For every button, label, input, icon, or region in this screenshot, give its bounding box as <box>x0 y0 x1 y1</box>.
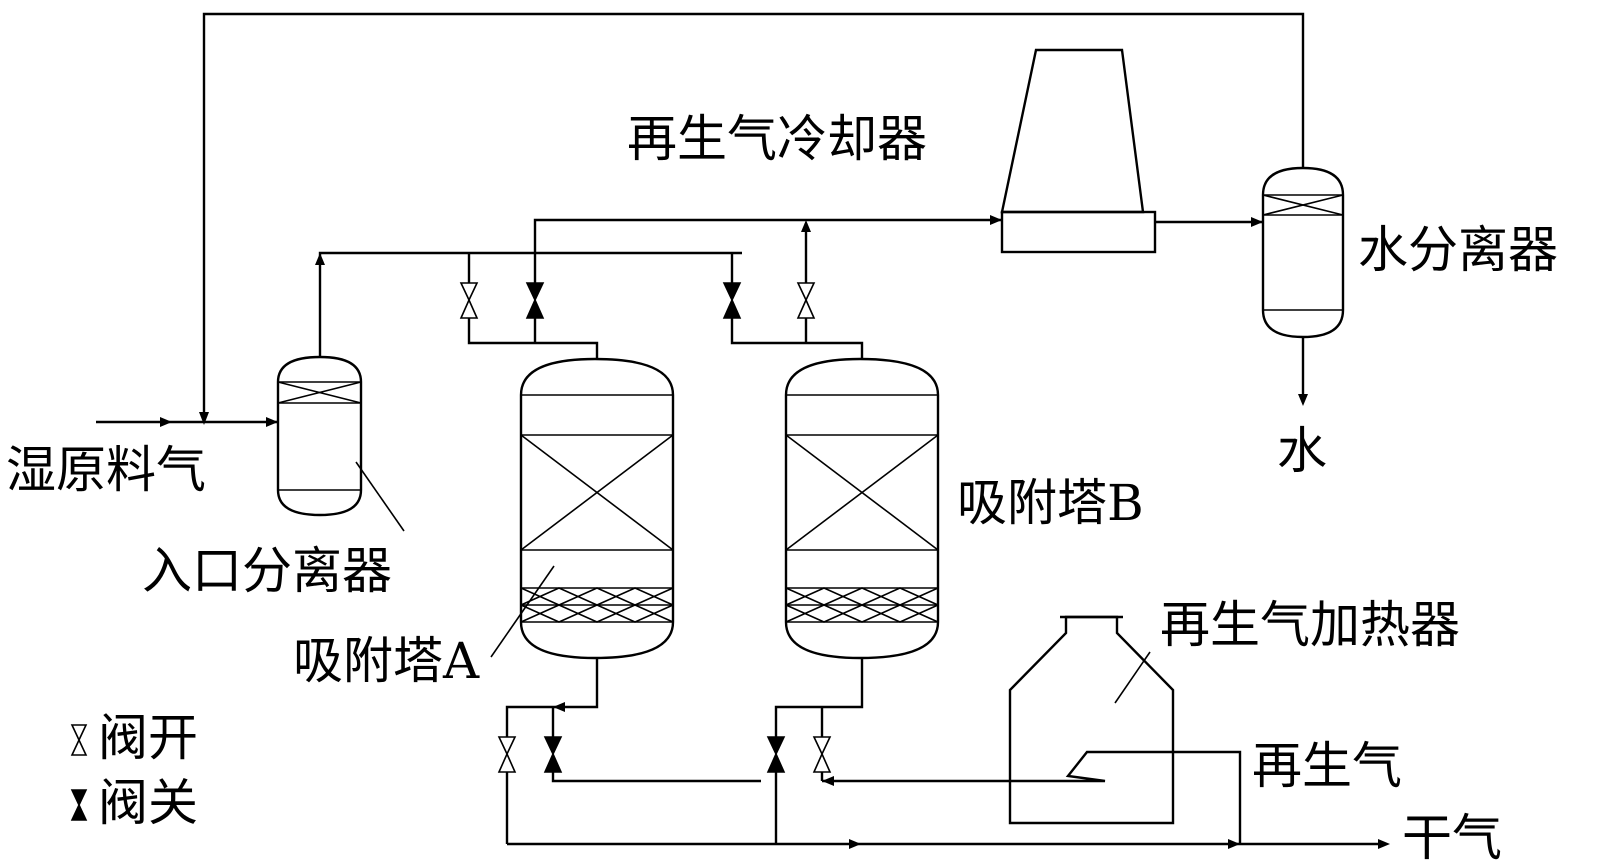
label-wet-feed-gas: 湿原料气 <box>6 441 206 499</box>
legend-closed-valve-icon <box>70 789 88 821</box>
valve-a-top-open[interactable] <box>459 282 479 319</box>
label-water: 水 <box>1277 422 1327 480</box>
adsorption-tower-a <box>519 357 675 660</box>
label-water-separator: 水分离器 <box>1358 221 1558 279</box>
legend-closed-label: 阀关 <box>98 774 198 832</box>
regen-gas-cooler <box>1000 48 1157 254</box>
label-tower-b: 吸附塔B <box>957 474 1144 532</box>
legend-open-valve-icon <box>70 724 88 756</box>
regen-gas-heater <box>1008 615 1175 825</box>
valve-a-bottom-open[interactable] <box>497 736 517 773</box>
valve-a-bottom-closed[interactable] <box>543 736 563 773</box>
legend-open-label: 阀开 <box>98 709 198 767</box>
adsorption-tower-b <box>784 357 940 660</box>
label-dry-gas: 干气 <box>1402 809 1502 865</box>
label-regen-heater: 再生气加热器 <box>1160 596 1460 654</box>
valve-b-top-closed[interactable] <box>722 282 742 319</box>
valve-b-bottom-closed[interactable] <box>766 736 786 773</box>
label-inlet-separator: 入口分离器 <box>142 542 392 600</box>
label-regen-cooler: 再生气冷却器 <box>627 110 927 168</box>
label-tower-a: 吸附塔A <box>293 632 480 690</box>
inlet-separator <box>276 355 363 517</box>
valve-b-bottom-open[interactable] <box>812 736 832 773</box>
valve-b-top-open[interactable] <box>796 282 816 319</box>
flow-arrows <box>160 215 1390 849</box>
label-regen-gas: 再生气 <box>1252 737 1402 795</box>
valve-a-top-closed[interactable] <box>525 282 545 319</box>
water-separator <box>1261 166 1345 339</box>
